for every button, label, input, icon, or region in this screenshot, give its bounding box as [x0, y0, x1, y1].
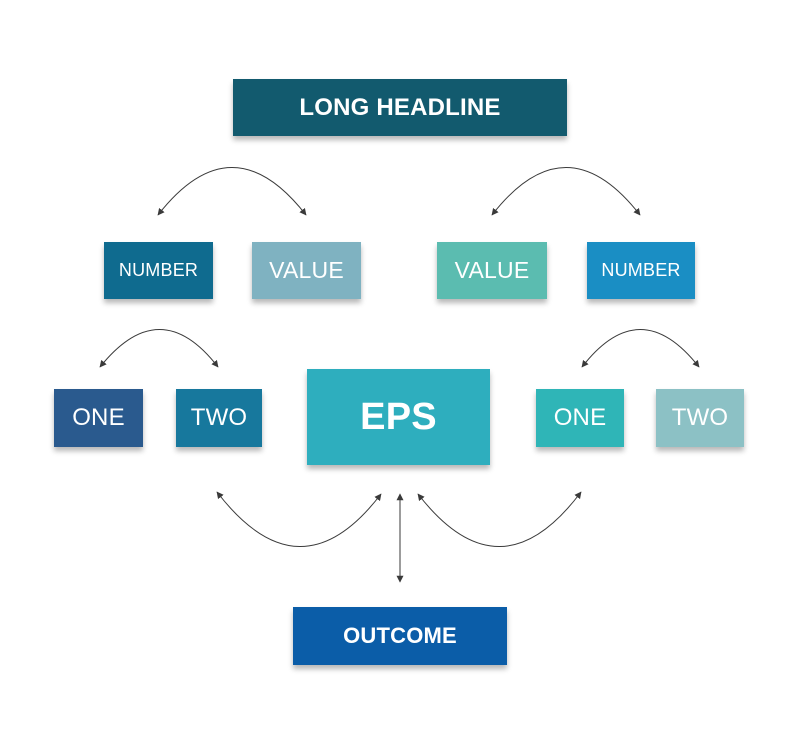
upper-left-value-box: VALUE: [252, 242, 361, 299]
upper-right-value-label: VALUE: [454, 257, 530, 283]
upper-right-value-box: VALUE: [437, 242, 547, 299]
arrow-upper-right-to-middle-right: [581, 329, 700, 368]
outcome-box: OUTCOME: [293, 607, 507, 665]
center-eps-box: EPS: [307, 369, 490, 465]
upper-left-value-label: VALUE: [269, 257, 344, 283]
middle-right-two-box: TWO: [656, 389, 744, 447]
arrow-middle-left-to-center: [216, 491, 382, 547]
headline-label: LONG HEADLINE: [299, 93, 501, 121]
arrow-headline-to-upper-right: [491, 167, 641, 216]
center-eps-label: EPS: [360, 395, 437, 438]
outcome-label: OUTCOME: [343, 623, 457, 648]
middle-right-one-box: ONE: [536, 389, 624, 447]
middle-right-two-label: TWO: [671, 404, 729, 431]
upper-right-number-box: NUMBER: [587, 242, 695, 299]
arrow-headline-to-upper-left: [157, 167, 307, 216]
middle-left-one-box: ONE: [54, 389, 143, 447]
middle-left-two-box: TWO: [176, 389, 262, 447]
middle-right-one-label: ONE: [553, 404, 607, 431]
upper-right-number-label: NUMBER: [601, 260, 681, 280]
middle-left-one-label: ONE: [72, 404, 125, 431]
upper-left-number-box: NUMBER: [104, 242, 213, 299]
arrow-middle-right-to-center: [417, 491, 582, 547]
arrow-upper-left-to-middle-left: [99, 329, 219, 368]
upper-left-number-label: NUMBER: [118, 260, 199, 280]
headline-box: LONG HEADLINE: [233, 79, 567, 136]
middle-left-two-label: TWO: [190, 404, 248, 431]
